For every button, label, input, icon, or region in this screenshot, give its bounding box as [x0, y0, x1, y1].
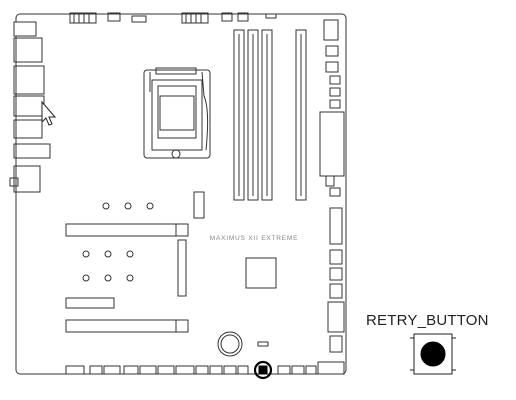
right-edge-headers [319, 19, 345, 353]
pcie-slots [65, 223, 189, 333]
top-power-connectors [69, 12, 277, 24]
chipset [245, 257, 277, 289]
bottom-headers [65, 341, 345, 375]
dimm-slots [233, 29, 307, 201]
mouse-pointer-icon [41, 100, 57, 126]
push-button-icon [410, 333, 456, 375]
retry-button-onboard[interactable] [253, 360, 273, 380]
mounting-holes [82, 202, 154, 282]
m2-slot [193, 191, 205, 219]
board-silkscreen: MAXIMUS XII EXTREME [210, 235, 299, 242]
retry-button-label: RETRY_BUTTON [366, 312, 489, 329]
cpu-socket [143, 67, 211, 159]
rear-io-ports [9, 21, 51, 193]
cmos-battery [217, 331, 243, 357]
